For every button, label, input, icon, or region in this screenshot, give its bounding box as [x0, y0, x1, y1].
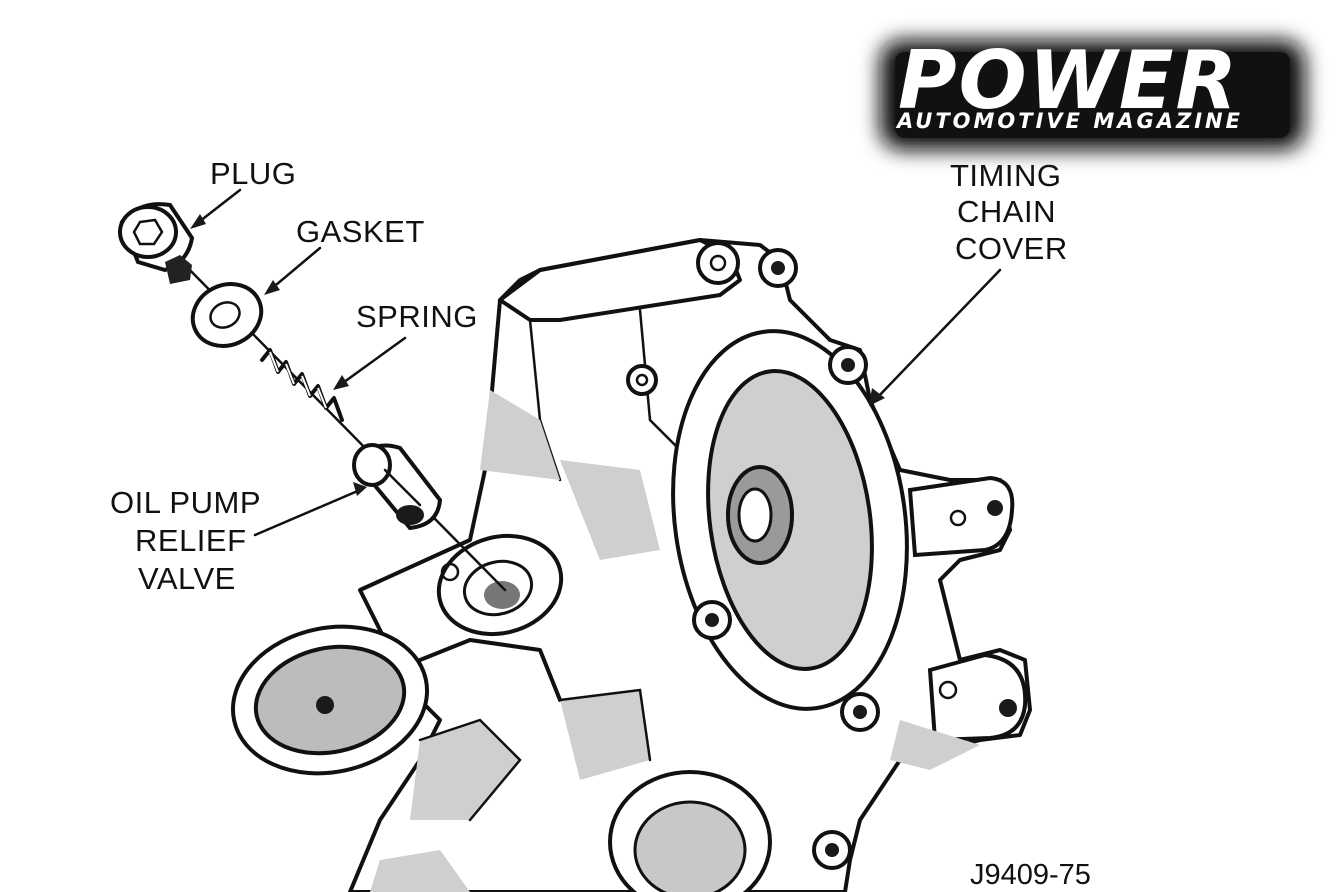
relief-valve-part [352, 443, 443, 531]
label-relief-valve-line-2: RELIEF [135, 523, 247, 558]
label-spring: SPRING [356, 299, 478, 334]
labels: PLUG GASKET SPRING OIL PUMP RELIEF VALVE… [110, 156, 1091, 891]
plug-part [118, 202, 195, 284]
label-timing-cover-line-1: TIMING [950, 158, 1062, 193]
exploded-parts [118, 202, 507, 592]
label-relief-valve-line-3: VALVE [138, 561, 236, 596]
label-relief-valve-line-1: OIL PUMP [110, 485, 261, 520]
logo-backdrop [895, 52, 1290, 138]
power-magazine-logo: POWER AUTOMOTIVE MAGAZINE [880, 34, 1305, 150]
timing-cover-leader [873, 268, 1002, 402]
figure-number: J9409-75 [970, 859, 1091, 891]
gasket-part [190, 282, 264, 348]
timing-chain-cover-drawing [230, 238, 1032, 892]
leader-arrows [190, 188, 1002, 537]
spring-leader [338, 336, 407, 387]
relief-valve-leader [253, 488, 362, 537]
label-timing-cover-line-3: COVER [955, 231, 1068, 266]
logo-title: POWER [898, 34, 1239, 127]
gasket-leader [268, 246, 322, 292]
logo-subtitle: AUTOMOTIVE MAGAZINE [895, 109, 1243, 133]
label-timing-cover-line-2: CHAIN [957, 194, 1056, 229]
label-gasket: GASKET [296, 214, 425, 249]
label-plug: PLUG [210, 156, 296, 191]
spring-part [260, 348, 344, 422]
